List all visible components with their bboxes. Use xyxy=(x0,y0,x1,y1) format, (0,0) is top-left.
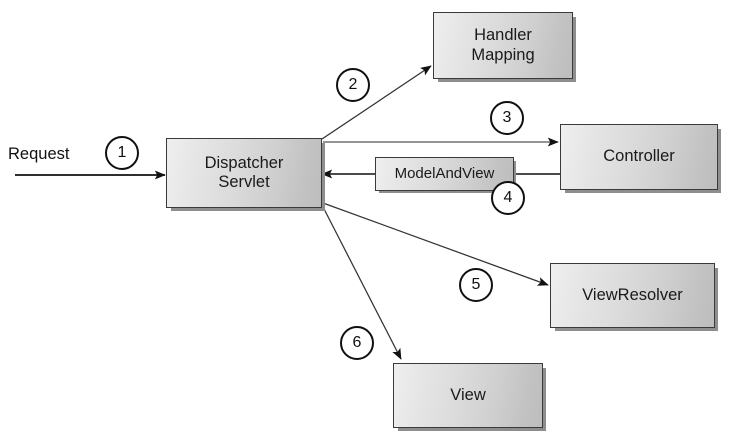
node-view-resolver[interactable]: ViewResolver xyxy=(550,263,715,328)
step-badge-5: 5 xyxy=(459,268,493,302)
node-handler-mapping[interactable]: Handler Mapping xyxy=(433,12,573,79)
step-badge-4: 4 xyxy=(491,181,525,215)
node-model-and-view-label: ModelAndView xyxy=(394,165,495,183)
connector-dispatcher-to-viewresolver xyxy=(322,202,549,286)
step-badge-3: 3 xyxy=(490,101,524,135)
node-view-label: View xyxy=(450,385,486,404)
step-badge-1: 1 xyxy=(105,136,139,170)
node-controller[interactable]: Controller xyxy=(560,124,718,190)
node-model-and-view[interactable]: ModelAndView xyxy=(375,157,514,191)
step-badge-6: 6 xyxy=(340,326,374,360)
node-controller-label: Controller xyxy=(603,147,675,166)
node-view-resolver-label: ViewResolver xyxy=(582,285,683,304)
node-view[interactable]: View xyxy=(393,363,543,428)
edge-label-request: Request xyxy=(8,145,70,163)
node-dispatcher-servlet-label: Dispatcher Servlet xyxy=(204,153,284,191)
node-handler-mapping-label: Handler Mapping xyxy=(471,26,535,64)
node-dispatcher-servlet[interactable]: Dispatcher Servlet xyxy=(166,138,322,208)
step-badge-2: 2 xyxy=(336,68,370,102)
